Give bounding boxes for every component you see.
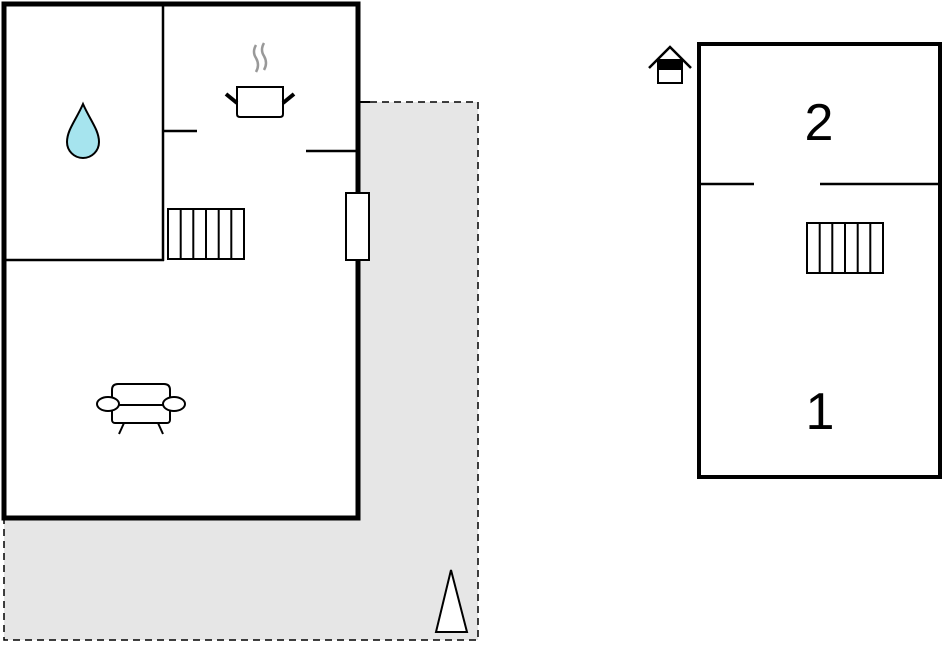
ground-floor (1, 1, 370, 521)
room-label-1: 1 (806, 383, 835, 441)
sofa-icon (96, 383, 186, 435)
cooking-pot-icon (224, 42, 296, 118)
house-entrance-icon (648, 45, 692, 84)
tree-icon (434, 569, 469, 633)
room-label-2: 2 (805, 94, 834, 152)
upper-floor: 2 1 (697, 42, 942, 479)
water-drop-icon (65, 101, 101, 159)
door-icon (345, 192, 370, 261)
staircase-icon (806, 222, 884, 274)
staircase-icon (167, 208, 245, 260)
